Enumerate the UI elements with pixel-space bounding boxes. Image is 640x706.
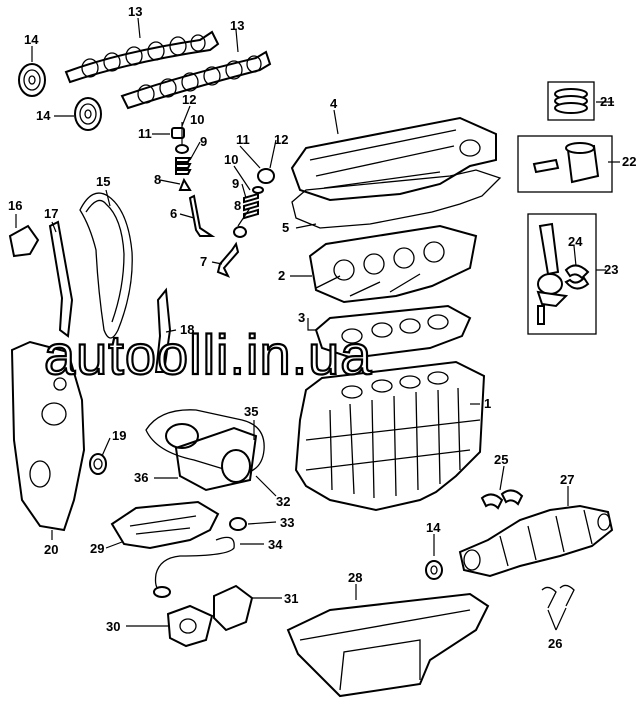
label-31: 31 xyxy=(284,591,298,606)
label-10-a: 10 xyxy=(190,112,204,127)
label-11-a: 11 xyxy=(138,126,152,141)
chain-tensioner[interactable] xyxy=(8,224,40,258)
oil-pump-cover[interactable] xyxy=(213,584,254,632)
cam-sprocket-lower[interactable] xyxy=(74,97,102,131)
label-29: 29 xyxy=(90,541,104,556)
camshaft-upper[interactable] xyxy=(64,30,220,84)
cylinder-head[interactable] xyxy=(308,224,478,304)
chain-guide-left[interactable] xyxy=(48,220,74,338)
label-28: 28 xyxy=(348,570,362,585)
label-14-a: 14 xyxy=(24,32,39,47)
main-bearings[interactable] xyxy=(480,489,524,510)
crank-sprocket[interactable] xyxy=(425,560,443,580)
label-4: 4 xyxy=(330,96,338,111)
label-18: 18 xyxy=(180,322,194,337)
label-12-b: 12 xyxy=(274,132,288,147)
label-23: 23 xyxy=(604,262,618,277)
valve-train-right[interactable] xyxy=(216,168,275,278)
label-3: 3 xyxy=(298,310,305,325)
label-21: 21 xyxy=(600,94,614,109)
pickup-gasket[interactable] xyxy=(229,517,247,531)
watermark: autoolli.in.ua xyxy=(44,323,372,386)
chain-guide-right[interactable] xyxy=(154,287,172,373)
rod-bearings[interactable] xyxy=(564,264,590,290)
label-9-a: 9 xyxy=(200,134,207,149)
label-33: 33 xyxy=(280,515,294,530)
oil-pump-chain[interactable] xyxy=(145,409,265,492)
label-27: 27 xyxy=(560,472,574,487)
label-10-b: 10 xyxy=(224,152,238,167)
oil-baffle[interactable] xyxy=(110,500,220,550)
label-15: 15 xyxy=(96,174,110,189)
engine-block[interactable] xyxy=(294,360,486,512)
label-8-b: 8 xyxy=(234,198,241,213)
piston-rings[interactable] xyxy=(547,81,595,121)
camshaft-lower[interactable] xyxy=(120,50,272,110)
label-26: 26 xyxy=(548,636,562,651)
valve-train-left[interactable] xyxy=(171,127,216,237)
label-35: 35 xyxy=(244,404,258,419)
thrust-washers[interactable] xyxy=(541,584,575,609)
valve-cover-gasket[interactable] xyxy=(291,169,502,229)
label-32: 32 xyxy=(276,494,290,509)
label-17: 17 xyxy=(44,206,58,221)
valve-cover[interactable] xyxy=(290,116,497,202)
label-34: 34 xyxy=(268,537,283,552)
label-30: 30 xyxy=(106,619,120,634)
timing-cover[interactable] xyxy=(10,340,86,532)
label-16: 16 xyxy=(8,198,22,213)
label-25: 25 xyxy=(494,452,508,467)
label-12-a: 12 xyxy=(182,92,196,107)
connecting-rod[interactable] xyxy=(527,213,597,335)
oil-pickup-tube[interactable] xyxy=(153,536,235,598)
label-7: 7 xyxy=(200,254,207,269)
label-20: 20 xyxy=(44,542,58,557)
cam-sprocket-upper[interactable] xyxy=(18,63,46,97)
label-22: 22 xyxy=(622,154,636,169)
label-36: 36 xyxy=(134,470,148,485)
leader-lines xyxy=(15,17,620,631)
label-14-c: 14 xyxy=(426,520,441,535)
crankshaft[interactable] xyxy=(458,504,614,578)
label-5: 5 xyxy=(282,220,289,235)
label-1: 1 xyxy=(484,396,491,411)
label-11-b: 11 xyxy=(236,132,250,147)
piston-assembly[interactable] xyxy=(517,135,613,193)
label-14-b: 14 xyxy=(36,108,51,123)
oil-pan[interactable] xyxy=(286,592,490,698)
head-gasket[interactable] xyxy=(314,304,472,360)
label-6: 6 xyxy=(170,206,177,221)
label-9-b: 9 xyxy=(232,176,239,191)
crank-seal[interactable] xyxy=(89,453,107,475)
callout-labels: 13 13 14 14 12 10 11 9 8 6 7 11 12 10 9 … xyxy=(8,4,636,651)
label-24: 24 xyxy=(568,234,583,249)
oil-pump[interactable] xyxy=(166,604,214,648)
timing-chain[interactable] xyxy=(79,192,133,339)
label-19: 19 xyxy=(112,428,126,443)
label-8-a: 8 xyxy=(154,172,161,187)
label-2: 2 xyxy=(278,268,285,283)
label-13-a: 13 xyxy=(128,4,142,19)
label-13-b: 13 xyxy=(230,18,244,33)
